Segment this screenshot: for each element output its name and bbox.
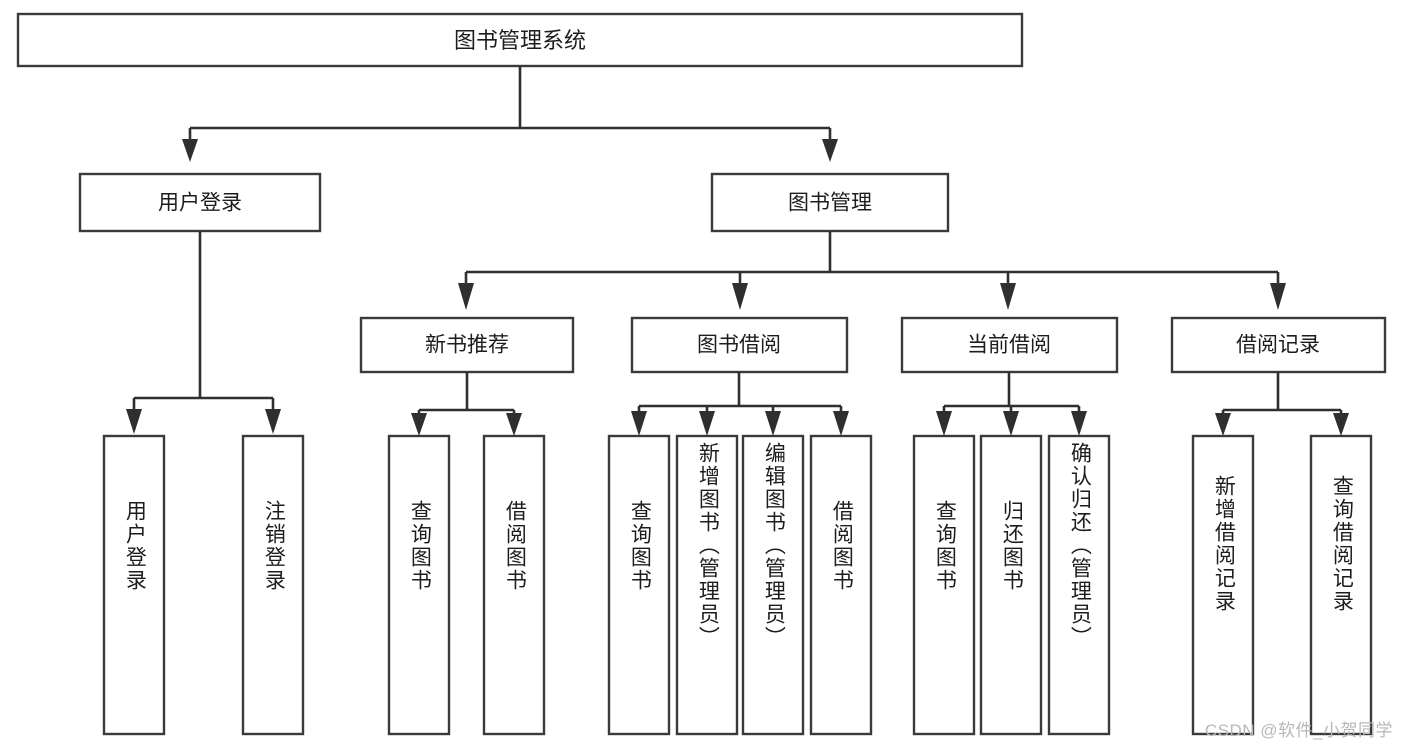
node-current-borrow[interactable]: 当前借阅	[900, 316, 1119, 374]
leaf-box-book-borrow-3[interactable]	[741, 434, 805, 736]
arrowhead-br-1	[1215, 413, 1231, 436]
node-new-book-recommend[interactable]: 新书推荐	[359, 316, 575, 374]
leaf-box-borrow-record-2[interactable]	[1309, 434, 1373, 736]
arrowhead-bb-1	[631, 411, 647, 436]
arrowhead-cb-3	[1071, 411, 1087, 436]
leaf-box-current-borrow-1[interactable]	[912, 434, 976, 736]
arrowhead-bb-3	[765, 411, 781, 436]
leaf-box-borrow-record-1[interactable]	[1191, 434, 1255, 736]
node-book-borrow-box	[630, 316, 849, 374]
node-book-borrow-label: 图书借阅	[697, 334, 781, 357]
node-root-box	[16, 12, 1024, 68]
arrowhead-nb-1	[411, 413, 427, 436]
node-user-login[interactable]: 用户登录	[78, 172, 322, 233]
arrowhead-book-borrow	[732, 283, 748, 310]
leaf-box-current-borrow-2[interactable]	[979, 434, 1043, 736]
node-new-book-recommend-box	[359, 316, 575, 374]
node-book-manage[interactable]: 图书管理	[710, 172, 950, 233]
node-root[interactable]: 图书管理系统	[16, 12, 1024, 68]
arrowhead-bb-2	[699, 411, 715, 436]
leaf-box-current-borrow-3[interactable]	[1047, 434, 1111, 736]
arrowhead-br-2	[1333, 413, 1349, 436]
leaf-box-book-borrow-1[interactable]	[607, 434, 671, 736]
node-borrow-record[interactable]: 借阅记录	[1170, 316, 1387, 374]
leaf-box-user-login-1[interactable]	[102, 434, 166, 736]
arrowhead-leaf-user-login-2	[265, 409, 281, 434]
arrowhead-cb-1	[936, 411, 952, 436]
node-borrow-record-label: 借阅记录	[1236, 334, 1320, 357]
leaf-box-new-book-2[interactable]	[482, 434, 546, 736]
leaf-box-book-borrow-2[interactable]	[675, 434, 739, 736]
arrowhead-cb-2	[1003, 411, 1019, 436]
csdn-watermark: CSDN @软件_小贺同学	[1204, 721, 1393, 740]
node-current-borrow-label: 当前借阅	[967, 334, 1051, 357]
node-root-label: 图书管理系统	[454, 28, 586, 53]
node-borrow-record-box	[1170, 316, 1387, 374]
arrowhead-current-borrow	[1000, 283, 1016, 310]
arrowhead-bb-4	[833, 411, 849, 436]
arrowhead-nb-2	[506, 413, 522, 436]
arrowhead-leaf-user-login-1	[126, 409, 142, 434]
arrowhead-new-book	[458, 283, 474, 310]
node-book-manage-box	[710, 172, 950, 233]
arrowhead-user-login	[182, 139, 198, 162]
leaf-box-user-login-2[interactable]	[241, 434, 305, 736]
arrowhead-book-manage	[822, 139, 838, 162]
node-user-login-label: 用户登录	[158, 192, 242, 215]
node-book-manage-label: 图书管理	[788, 192, 872, 215]
node-new-book-recommend-label: 新书推荐	[425, 334, 509, 357]
arrowhead-borrow-record	[1270, 283, 1286, 310]
leaf-box-book-borrow-4[interactable]	[809, 434, 873, 736]
leaf-box-new-book-1[interactable]	[387, 434, 451, 736]
node-book-borrow[interactable]: 图书借阅	[630, 316, 849, 374]
node-current-borrow-box	[900, 316, 1119, 374]
